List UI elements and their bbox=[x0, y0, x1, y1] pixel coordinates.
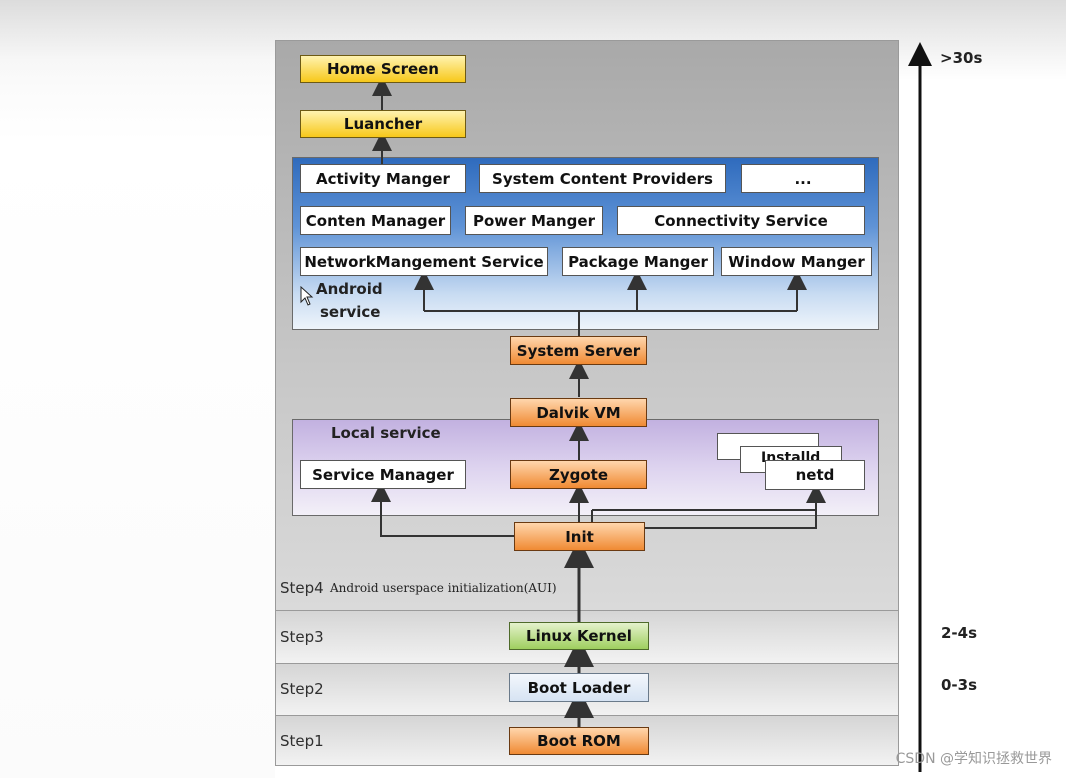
connectivity-service-box: Connectivity Service bbox=[617, 206, 865, 235]
boot-loader-label: Boot Loader bbox=[527, 678, 631, 697]
more-services-box: ... bbox=[741, 164, 865, 193]
service-manager-box: Service Manager bbox=[300, 460, 466, 489]
more-services-label: ... bbox=[794, 169, 812, 188]
mouse-cursor-icon bbox=[300, 286, 314, 306]
activity-manager-box: Activity Manger bbox=[300, 164, 466, 193]
system-server-label: System Server bbox=[516, 341, 641, 360]
android-service-title-line2: service bbox=[320, 303, 381, 321]
step1-label: Step1 bbox=[280, 732, 324, 750]
window-manager-box: Window Manger bbox=[721, 247, 872, 276]
package-manager-label: Package Manger bbox=[568, 252, 708, 271]
arrow-init-servicemanager bbox=[371, 482, 515, 537]
android-service-title-line1: Android bbox=[316, 280, 383, 298]
dalvik-vm-box: Dalvik VM bbox=[510, 398, 647, 427]
step3-label: Step3 bbox=[280, 628, 324, 646]
package-manager-box: Package Manger bbox=[562, 247, 714, 276]
connectivity-service-label: Connectivity Service bbox=[654, 211, 828, 230]
init-box: Init bbox=[514, 522, 645, 551]
step2-label: Step2 bbox=[280, 680, 324, 698]
power-manager-label: Power Manger bbox=[473, 211, 595, 230]
step4-label: Step4 bbox=[280, 579, 324, 597]
timeline-2-4s: 2-4s bbox=[941, 624, 978, 642]
linux-kernel-label: Linux Kernel bbox=[526, 627, 632, 645]
linux-kernel-box: Linux Kernel bbox=[509, 622, 649, 650]
home-screen-box: Home Screen bbox=[300, 55, 466, 83]
activity-manager-label: Activity Manger bbox=[316, 169, 450, 188]
boot-loader-box: Boot Loader bbox=[509, 673, 649, 702]
system-server-box: System Server bbox=[510, 336, 647, 365]
init-label: Init bbox=[565, 527, 594, 546]
service-manager-label: Service Manager bbox=[312, 465, 454, 484]
csdn-watermark: CSDN @学知识拯救世界 bbox=[895, 751, 1052, 767]
launcher-label: Luancher bbox=[343, 115, 423, 133]
network-management-service-label: NetworkMangement Service bbox=[304, 252, 544, 271]
content-manager-label: Conten Manager bbox=[305, 211, 446, 230]
timeline-over-30s: >30s bbox=[940, 49, 983, 67]
power-manager-box: Power Manger bbox=[465, 206, 603, 235]
network-management-service-box: NetworkMangement Service bbox=[300, 247, 548, 276]
zygote-box: Zygote bbox=[510, 460, 647, 489]
system-content-providers-box: System Content Providers bbox=[479, 164, 726, 193]
system-content-providers-label: System Content Providers bbox=[492, 169, 713, 188]
zygote-label: Zygote bbox=[548, 465, 609, 484]
local-service-title: Local service bbox=[331, 424, 441, 442]
boot-rom-box: Boot ROM bbox=[509, 727, 649, 755]
window-manager-label: Window Manger bbox=[728, 252, 865, 271]
arrow-init-netd bbox=[645, 483, 826, 529]
content-manager-box: Conten Manager bbox=[300, 206, 451, 235]
netd-label: netd bbox=[795, 466, 835, 484]
step4-description: Android userspace initialization(AUI) bbox=[330, 581, 557, 595]
timeline-0-3s: 0-3s bbox=[941, 676, 978, 694]
dalvik-vm-label: Dalvik VM bbox=[536, 403, 621, 422]
home-screen-label: Home Screen bbox=[326, 60, 439, 78]
boot-rom-label: Boot ROM bbox=[537, 732, 621, 750]
left-background bbox=[0, 0, 275, 778]
netd-box: netd bbox=[765, 460, 865, 490]
launcher-box: Luancher bbox=[300, 110, 466, 138]
